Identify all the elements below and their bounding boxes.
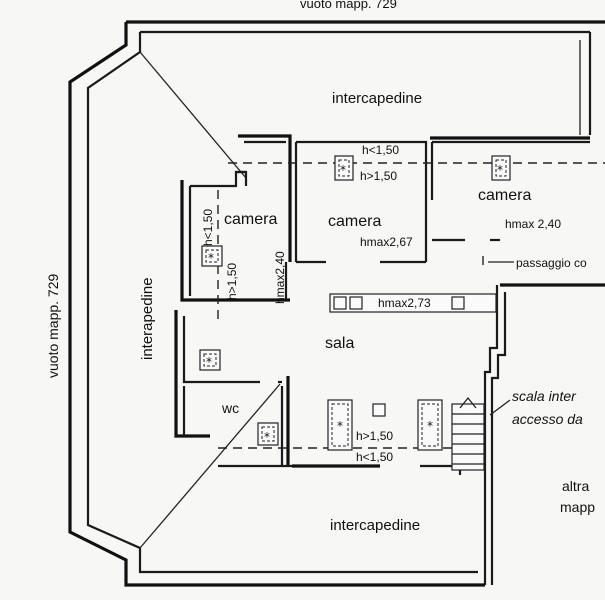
beam-skylight	[333, 296, 347, 310]
height-more-150-vertical: h>1,50	[225, 263, 239, 300]
roof-diagonals	[139, 51, 281, 549]
wc-label: wc	[221, 400, 239, 416]
beam-skylight	[451, 296, 465, 310]
camera-center-label: camera	[328, 213, 381, 230]
scala-label-line1: scala inter	[512, 388, 577, 404]
left-boundary-label: vuoto mapp. 729	[45, 273, 61, 378]
altra-label-line2: mapp	[560, 499, 595, 515]
camera-right-label: camera	[478, 187, 531, 204]
skylight-mark: *	[208, 251, 214, 265]
skylight-mark: *	[337, 419, 343, 433]
hmax-240-right-label: hmax 2,40	[505, 217, 561, 231]
skylight-left-bedroom	[201, 245, 223, 267]
height-less-150-top: h<1,50	[362, 143, 399, 157]
hmax-240-vertical-label: hmax2,40	[273, 251, 287, 304]
skylight-mark: *	[206, 355, 212, 369]
hmax-267-label: hmax2,67	[360, 235, 413, 249]
top-boundary-label: vuoto mapp. 729	[300, 0, 397, 11]
internal-walls	[174, 134, 605, 585]
skylight-mark: *	[497, 163, 503, 177]
skylight-sala-left	[199, 349, 221, 371]
hmax-273-label: hmax2,73	[378, 296, 431, 310]
height-more-150-bottom: h>1,50	[356, 429, 393, 443]
staircase	[451, 396, 511, 471]
altra-label-line1: altra	[562, 478, 589, 494]
skylight-mark: *	[427, 419, 433, 433]
height-less-150-bottom: h<1,50	[356, 450, 393, 464]
intercapedine-bottom-label: intercapedine	[330, 517, 420, 534]
skylight-mark: *	[264, 430, 270, 444]
beam-skylight	[349, 296, 363, 310]
small-square-fixture	[372, 403, 386, 417]
height-more-150-top: h>1,50	[360, 169, 397, 183]
passaggio-label: passaggio co	[516, 256, 587, 270]
scala-label-line2: accesso da	[512, 411, 583, 427]
fixtures: * * * * * * *	[199, 155, 511, 451]
skylight-wc	[257, 422, 279, 446]
interapedine-left-label: interapedine	[139, 277, 156, 360]
camera-left-label: camera	[224, 211, 277, 228]
skylight-mark: *	[340, 163, 346, 177]
intercapedine-top-label: intercapedine	[332, 90, 422, 107]
height-less-150-vertical: h<1,50	[201, 209, 215, 246]
sala-label: sala	[325, 335, 354, 352]
labels: vuoto mapp. 729 vuoto mapp. 729 intercap…	[45, 0, 595, 534]
